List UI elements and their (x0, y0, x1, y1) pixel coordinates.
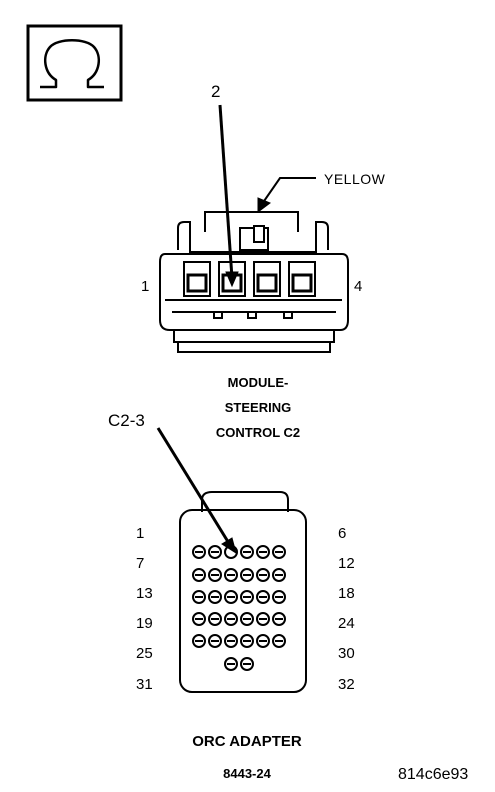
c2-pin-4-label: 4 (354, 278, 363, 295)
yellow-leader (257, 177, 316, 213)
orc-pin-cavity (240, 568, 254, 582)
orc-row-label-right: 6 (338, 525, 347, 542)
orc-pin-cavity (208, 545, 222, 559)
orc-pin-cavity (224, 568, 238, 582)
orc-pin-cavity (272, 634, 286, 648)
orc-pin-cavity (208, 612, 222, 626)
orc-pin-cavity (256, 612, 270, 626)
c2-caption-line-3: CONTROL C2 (215, 425, 301, 440)
orc-pin-cavity (272, 590, 286, 604)
orc-row-label-right: 32 (338, 676, 355, 693)
callout-2: 2 (211, 82, 221, 101)
orc-adapter-caption: ORC ADAPTER (192, 733, 302, 750)
orc-pin-cavity (224, 634, 238, 648)
orc-pin-cavity (272, 612, 286, 626)
wire-color-label: YELLOW (324, 171, 386, 187)
orc-row-label-left: 25 (136, 645, 153, 662)
orc-row-label-right: 30 (338, 645, 355, 662)
orc-pin-cavity (192, 634, 206, 648)
orc-row-label-left: 31 (136, 676, 153, 693)
orc-pin-cavity (208, 590, 222, 604)
orc-pin-cavity (224, 590, 238, 604)
orc-row-label-left: 13 (136, 585, 153, 602)
orc-pin-cavity (208, 634, 222, 648)
orc-row-label-right: 24 (338, 615, 355, 632)
orc-pin-cavity (256, 545, 270, 559)
orc-pin-cavity (240, 634, 254, 648)
orc-pin-cavity (256, 590, 270, 604)
orc-pin-cavity (192, 545, 206, 559)
orc-pin-cavity (240, 657, 254, 671)
orc-row-label-left: 19 (136, 615, 153, 632)
figure-id: 814c6e93 (398, 766, 469, 783)
orc-pin-cavity (240, 612, 254, 626)
orc-pin-cavity (272, 568, 286, 582)
c2-caption-line-2: STEERING (224, 400, 292, 415)
ohm-icon (26, 24, 123, 102)
c2-pin-1-label: 1 (141, 278, 150, 295)
c2-caption-line-1: MODULE- (227, 375, 289, 390)
orc-pin-cavity (256, 634, 270, 648)
orc-pin-cavity (256, 568, 270, 582)
callout-2-leader (218, 104, 239, 288)
orc-pin-cavity (192, 568, 206, 582)
part-number: 8443-24 (223, 766, 271, 781)
orc-pin-cavity (192, 590, 206, 604)
orc-pin-cavity (240, 545, 254, 559)
connector-c2-body (159, 211, 349, 353)
orc-row-label-right: 18 (338, 585, 355, 602)
callout-c2-3: C2-3 (108, 411, 145, 430)
orc-pin-cavity (208, 568, 222, 582)
orc-adapter-body (179, 491, 307, 693)
orc-pin-cavity (224, 612, 238, 626)
callout-c2-3-leader (156, 427, 237, 555)
orc-pin-grid (192, 545, 286, 671)
orc-pin-cavity (192, 612, 206, 626)
orc-pin-cavity (240, 590, 254, 604)
orc-row-label-right: 12 (338, 555, 355, 572)
orc-pin-cavity (224, 657, 238, 671)
orc-row-label-left: 7 (136, 555, 145, 572)
orc-pin-cavity (272, 545, 286, 559)
orc-row-label-left: 1 (136, 525, 145, 542)
